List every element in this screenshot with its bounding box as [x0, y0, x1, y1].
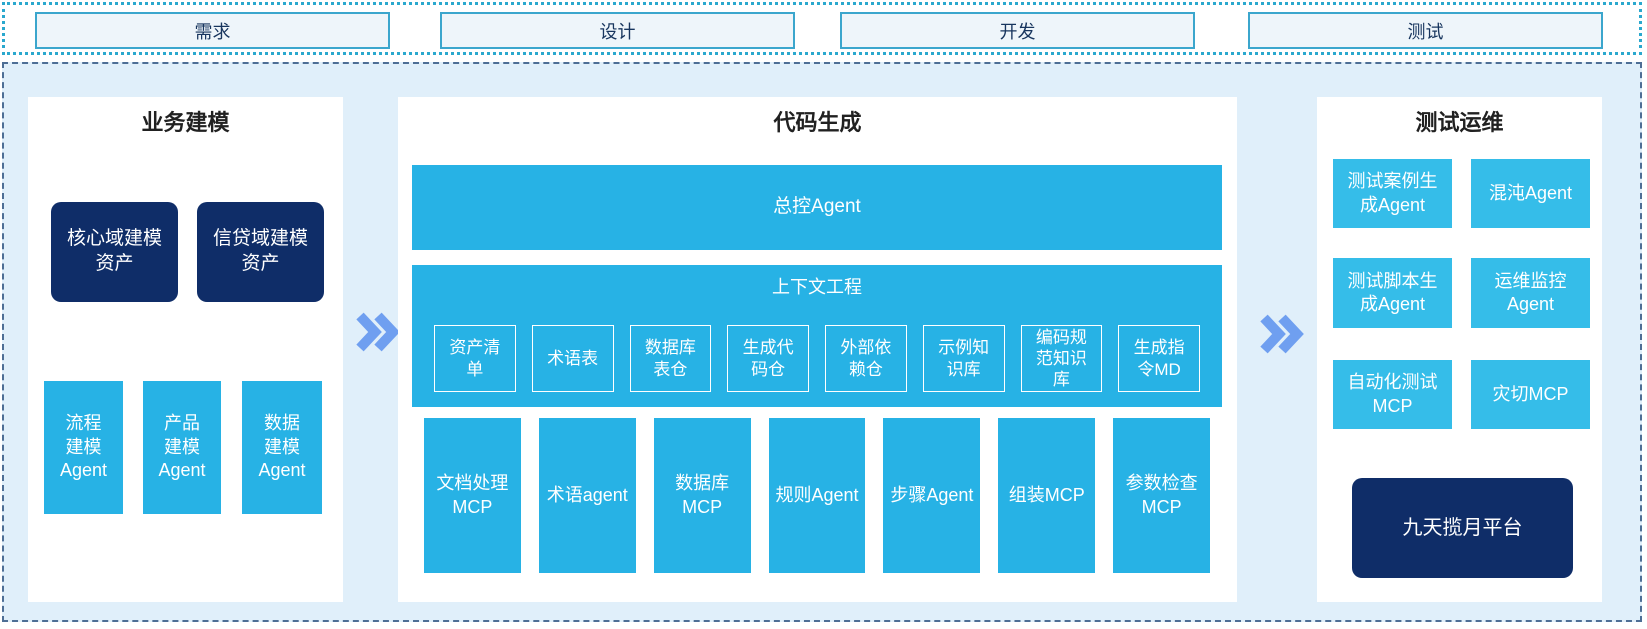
- stage-testing: 测试: [1248, 12, 1603, 49]
- test-ops-title: 测试运维: [1415, 110, 1504, 135]
- stage-development: 开发: [840, 12, 1195, 49]
- code-generation-title: 代码生成: [773, 110, 862, 135]
- context-item-generation-instruction-md: 生成指 令MD: [1118, 325, 1200, 392]
- box-ops-monitoring-agent: 运维监控 Agent: [1471, 258, 1590, 328]
- double-chevron-right-icon: [1258, 314, 1304, 354]
- context-engineering-items: 资产清 单 术语表 数据库 表仓 生成代 码仓 外部依 赖仓 示例知 识库 编码…: [434, 325, 1200, 392]
- context-item-asset-list: 资产清 单: [434, 325, 516, 392]
- box-disaster-switch-mcp: 灾切MCP: [1471, 360, 1590, 429]
- business-modeling-title: 业务建模: [141, 110, 230, 135]
- context-engineering-box: 上下文工程 资产清 单 术语表 数据库 表仓 生成代 码仓 外部依 赖仓 示例知…: [412, 265, 1222, 407]
- asset-box-core-domain: 核心域建模 资产: [51, 202, 178, 302]
- stage-requirements: 需求: [35, 12, 390, 49]
- agent-box-data-modeling: 数据 建模 Agent: [242, 381, 322, 514]
- tool-rule-agent: 规则Agent: [768, 418, 866, 573]
- context-item-example-kb: 示例知 识库: [922, 325, 1005, 392]
- tool-glossary-agent: 术语agent: [538, 418, 636, 573]
- box-test-case-generation-agent: 测试案例生 成Agent: [1333, 159, 1452, 228]
- platform-box-jiutian-lanyue: 九天揽月平台: [1352, 478, 1573, 578]
- context-item-generated-code-repo: 生成代 码仓: [727, 325, 809, 392]
- agent-box-product-modeling: 产品 建模 Agent: [143, 381, 221, 514]
- context-item-glossary: 术语表: [531, 325, 614, 392]
- panel-code-generation: 代码生成 总控Agent 上下文工程 资产清 单 术语表 数据库 表仓 生成代 …: [398, 97, 1237, 602]
- tool-doc-processing-mcp: 文档处理 MCP: [424, 418, 521, 573]
- context-engineering-title: 上下文工程: [772, 277, 862, 297]
- panel-test-ops: 测试运维 测试案例生 成Agent 混沌Agent 测试脚本生 成Agent 运…: [1317, 97, 1602, 602]
- panel-business-modeling: 业务建模 核心域建模 资产 信贷域建模 资产 流程 建模 Agent 产品 建模…: [28, 97, 343, 602]
- context-item-coding-standard-kb: 编码规 范知识 库: [1020, 325, 1103, 392]
- tool-assembly-mcp: 组装MCP: [998, 418, 1096, 573]
- context-item-external-deps-repo: 外部依 赖仓: [825, 325, 907, 392]
- double-chevron-right-icon: [354, 312, 400, 352]
- tool-database-mcp: 数据库 MCP: [653, 418, 751, 573]
- box-test-script-generation-agent: 测试脚本生 成Agent: [1333, 258, 1452, 328]
- context-item-db-table-repo: 数据库 表仓: [629, 325, 712, 392]
- tool-step-agent: 步骤Agent: [883, 418, 981, 573]
- code-generation-tools-row: 文档处理 MCP 术语agent 数据库 MCP 规则Agent 步骤Agent…: [412, 418, 1222, 573]
- asset-box-credit-domain: 信贷域建模 资产: [197, 202, 324, 302]
- box-chaos-agent: 混沌Agent: [1471, 159, 1590, 228]
- agent-box-process-modeling: 流程 建模 Agent: [44, 381, 123, 514]
- tool-param-check-mcp: 参数检查 MCP: [1113, 418, 1211, 573]
- master-agent-bar: 总控Agent: [412, 165, 1222, 250]
- box-automated-test-mcp: 自动化测试 MCP: [1333, 360, 1452, 429]
- stage-design: 设计: [440, 12, 795, 49]
